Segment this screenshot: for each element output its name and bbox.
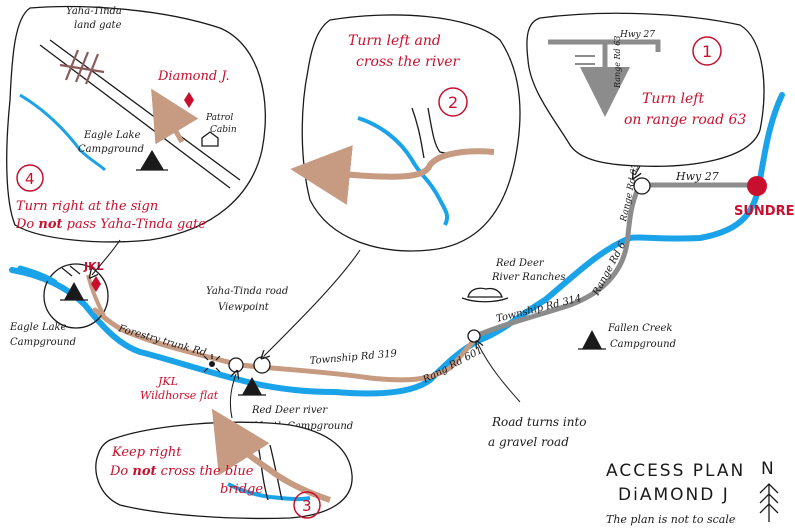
forestry-trunk-label: Forestry trunk Rd [116, 323, 207, 359]
callout1-number-circle [692, 36, 722, 66]
township-319-label: Township Rd 319 [309, 348, 398, 367]
callout3-line1: Keep right [111, 445, 182, 460]
callout1-number: 1 [702, 42, 712, 61]
callout4-eagle-1: Eagle Lake [83, 130, 141, 141]
rang-rd-601-label: Rang Rd 601 [420, 345, 484, 386]
callout2-number: 2 [448, 93, 458, 112]
callout4-number-circle [16, 164, 44, 192]
callout4-line2-not: not [38, 217, 62, 232]
red-deer-north-label-1: Red Deer river [251, 405, 328, 416]
callout3-line2: Do not cross the blue [109, 464, 254, 479]
jkl-flag-label: JKL [83, 260, 104, 273]
river-red-deer [9, 92, 785, 397]
callout2-line2: cross the river [356, 54, 461, 70]
callout-4 [6, 5, 266, 275]
callout4-patrol-1: Patrol [205, 113, 233, 123]
callout4-line2-c: pass Yaha-Tinda gate [63, 217, 207, 232]
callout-2 [264, 14, 521, 356]
viewpoint-label-1: Yaha-Tinda road [206, 286, 288, 297]
junction-blue-bridge [228, 357, 244, 373]
ranch-hat-icon [461, 287, 509, 303]
callout3-number: 3 [302, 497, 312, 515]
township-314-label: Township Rd 314 [495, 293, 583, 325]
eagle-lake-label-1: Eagle Lake [9, 322, 67, 333]
diamond-icon-callout4 [184, 92, 194, 108]
eagle-lake-label-2: Campground [10, 337, 76, 348]
sundre-label: SUNDRE [734, 204, 794, 219]
callout1-hwy-label: Hwy 27 [619, 30, 655, 40]
north-arrow-icon [759, 483, 779, 522]
tent-icon-red-deer-north [238, 377, 266, 396]
callout4-eagle-2: Campground [78, 144, 144, 155]
callout3-line2-c: cross the blue [157, 464, 254, 479]
callout4-patrol-2: Cabin [210, 125, 237, 135]
diamond-icon-jkl [91, 276, 101, 292]
callout4-line1: Turn right at the sign [16, 199, 158, 214]
junction-river-crossing [253, 356, 271, 374]
callout3-line3: bridge [220, 482, 263, 497]
north-label: N [761, 459, 774, 479]
callout3-line2-a: Do [109, 464, 132, 479]
title-line2: DiAMOND J [618, 485, 730, 505]
fallen-creek-label-2: Campground [610, 339, 676, 350]
callout4-gate-1: Yaha-Tinda [66, 6, 122, 17]
callout-1 [526, 12, 765, 175]
road-turns-label-1: Road turns into [491, 415, 587, 429]
ranches-label-1: Red Deer [495, 258, 545, 269]
road-turns-label-2: a gravel road [488, 435, 569, 449]
sundre-marker [747, 176, 767, 196]
callout4-line2: Do not pass Yaha-Tinda gate [15, 217, 206, 232]
callout1-line2: on range road 63 [624, 112, 746, 128]
callout4-gate-2: land gate [74, 20, 122, 31]
callout4-number: 4 [25, 170, 35, 188]
jkl-wildhorse-label-2: Wildhorse flat [140, 389, 219, 402]
road-gravel-main [92, 307, 481, 383]
junction-hwy27-range63 [633, 177, 651, 195]
title-note: The plan is not to scale [606, 513, 736, 526]
callout4-diamond-label: Diamond J. [157, 69, 230, 84]
callout3-number-circle [293, 491, 321, 519]
road-range-63 [475, 182, 643, 338]
callout2-line1: Turn left and [348, 33, 441, 49]
viewpoint-label-2: Viewpoint [218, 302, 270, 313]
callout1-range-label: Range Rd 63 [613, 36, 622, 89]
callout1-line1: Turn left [642, 91, 704, 107]
callout2-number-circle [438, 87, 468, 117]
ranches-label-2: River Ranches [491, 272, 566, 283]
callout4-line2-a: Do [15, 217, 38, 232]
gravel-pointer [478, 344, 521, 403]
viewpoint-icon [203, 354, 221, 373]
callout3-line2-not: not [132, 464, 156, 479]
jkl-wildhorse-label-1: JKL [156, 375, 178, 388]
junction-gravel-start [467, 329, 481, 343]
callout-3 [95, 374, 353, 520]
fallen-creek-label-1: Fallen Creek [607, 323, 672, 334]
hwy27-label: Hwy 27 [675, 170, 719, 183]
junction-jkl-zoom [43, 263, 109, 329]
red-deer-north-label-2: North Campground [253, 421, 353, 432]
title-line1: ACCESS PLAN [606, 461, 745, 481]
tent-icon-fallen [578, 330, 606, 350]
